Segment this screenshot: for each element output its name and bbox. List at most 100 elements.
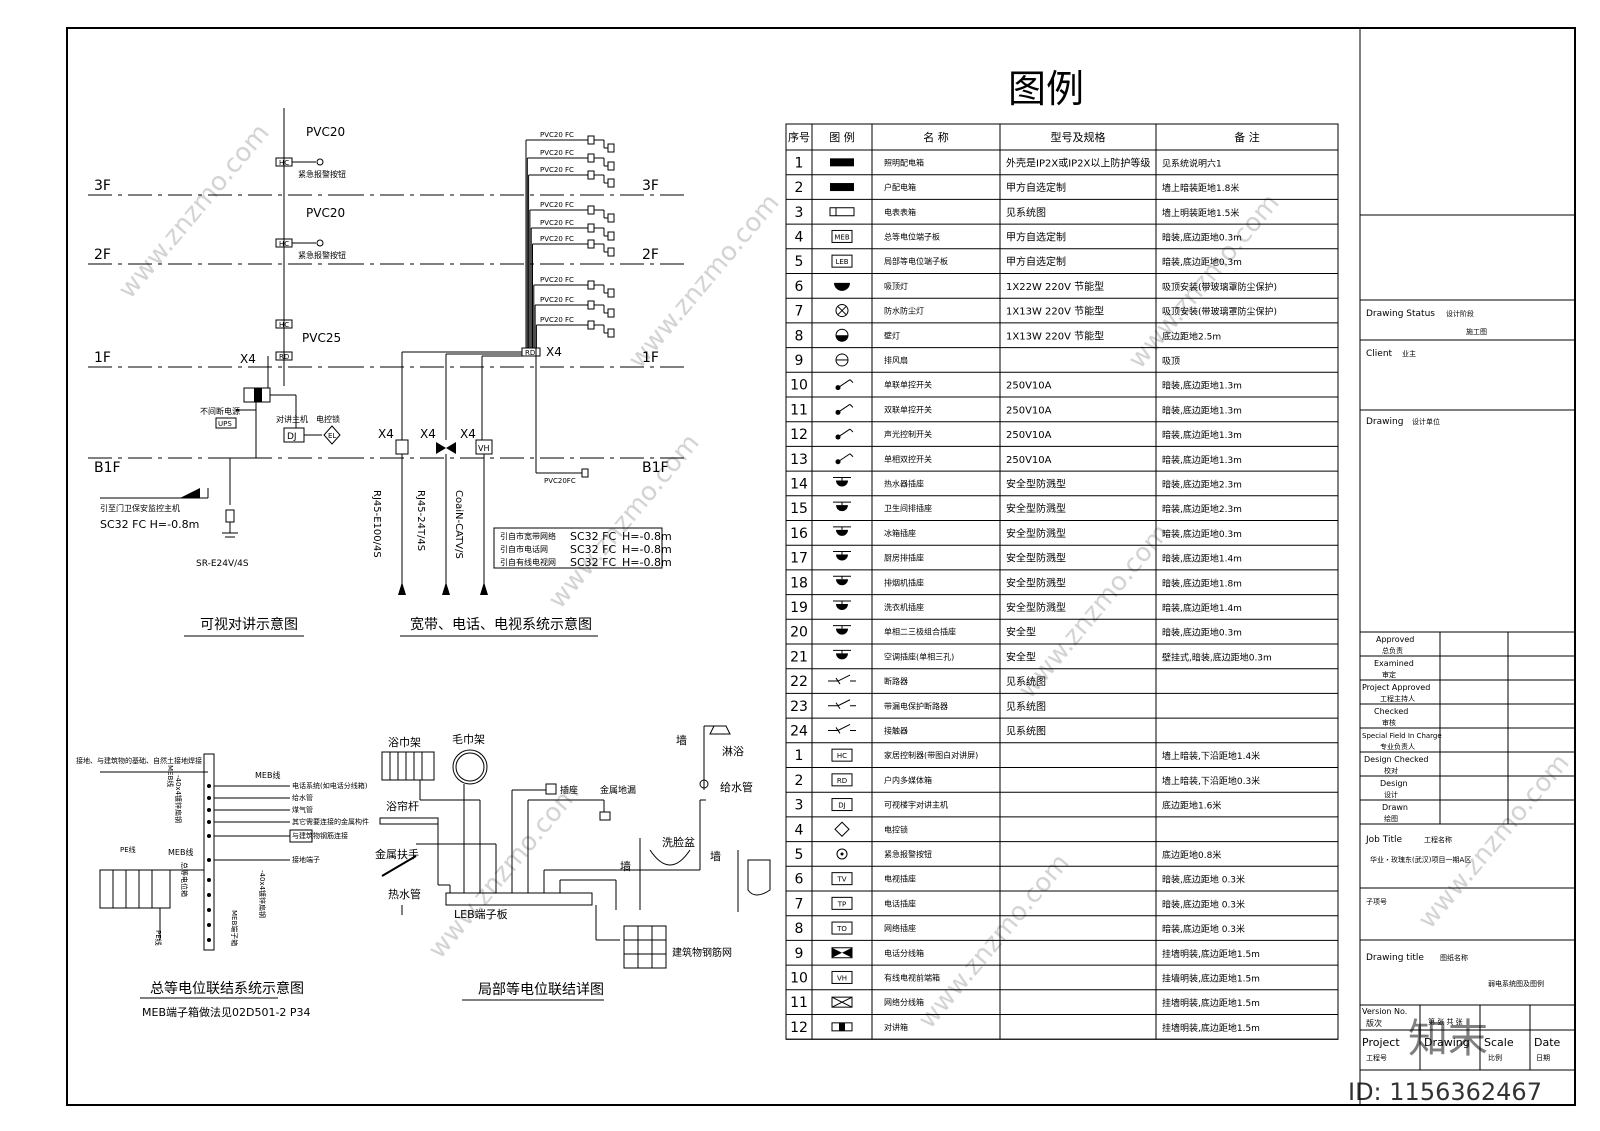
legend-row-spec: 甲方自选定制 bbox=[1006, 255, 1066, 268]
legend-row-spec: 甲方自选定制 bbox=[1006, 181, 1066, 194]
tb-sheet-cn: 第 张 共 张 bbox=[1428, 1017, 1463, 1026]
floor-label-2f: 2F bbox=[94, 247, 111, 263]
legend-row-note: 挂墙明装,底边距地1.5m bbox=[1162, 1022, 1260, 1034]
socket-icon bbox=[833, 526, 851, 536]
bb-feed3-label: 引自有线电视网 bbox=[500, 557, 556, 567]
breaker-icon bbox=[828, 674, 856, 685]
tb-special: Special Field In Charge bbox=[1362, 732, 1442, 740]
tb-project-approved-cn: 工程主持人 bbox=[1380, 694, 1415, 703]
outlet-icon bbox=[607, 308, 615, 318]
watermark-site-6: www.znzmo.com bbox=[422, 778, 585, 964]
tb-drawing-cn: 设计单位 bbox=[1412, 417, 1440, 426]
shower-head-icon bbox=[709, 725, 731, 735]
pvc20-label-2f: PVC20 bbox=[306, 206, 345, 220]
legend-row-no: 5 bbox=[795, 254, 804, 270]
meb-box-label: 总等电位箱 bbox=[180, 862, 189, 897]
legend-row-note: 暗装,底边距地 0.3米 bbox=[1162, 923, 1245, 935]
wall-label-1: 墙 bbox=[676, 733, 687, 747]
bb-x4-main: X4 bbox=[546, 345, 562, 359]
legend-row-note: 暗装,底边距地0.3m bbox=[1162, 627, 1242, 639]
legend-row-name: 壁灯 bbox=[884, 330, 900, 340]
legend-row-spec: 外壳是IP2X或IP2X以上防护等级 bbox=[1006, 156, 1150, 169]
bb-pvc-label: PVC20 FC bbox=[540, 201, 574, 209]
outlet-icon bbox=[587, 239, 595, 249]
tb-date-cn: 日期 bbox=[1536, 1054, 1550, 1062]
bb-feed1-h: H=-0.8m bbox=[622, 530, 672, 543]
legend-icon-label: TP bbox=[837, 900, 847, 908]
legend-row-no: 9 bbox=[795, 353, 804, 369]
meb-note: 接地、与建筑物的基础、自然土接地焊接 bbox=[76, 756, 202, 765]
curtain-rod-icon bbox=[379, 817, 439, 825]
feed-label: 引至门卫保安监控主机 bbox=[100, 503, 180, 513]
legend-row-name: 双联单控开关 bbox=[884, 404, 932, 414]
tb-scale-cn: 比例 bbox=[1488, 1053, 1502, 1062]
legend-row-no: 22 bbox=[790, 674, 808, 690]
legend-icon-label: HC bbox=[837, 752, 847, 760]
socket-icon bbox=[833, 649, 851, 660]
phone-box-icon bbox=[436, 442, 446, 454]
legend-row-no: 14 bbox=[790, 476, 808, 492]
wall-lamp-icon bbox=[835, 328, 849, 342]
legend-row-note: 挂墙明装,底边距地1.5m bbox=[1162, 972, 1260, 984]
bb-feed2-label: 引自市电话网 bbox=[500, 544, 548, 554]
legend-row-spec: 见系统图 bbox=[1006, 700, 1046, 713]
legend-header-2: 名 称 bbox=[923, 130, 949, 144]
basin-icon bbox=[649, 849, 691, 866]
host-label: 对讲主机 bbox=[276, 414, 308, 424]
breaker-icon bbox=[828, 724, 856, 734]
toilet-icon bbox=[747, 859, 771, 896]
legend-row-spec: 250V10A bbox=[1006, 381, 1052, 392]
legend-row-no: 13 bbox=[790, 452, 808, 468]
bb-floor-2f: 2F bbox=[642, 247, 659, 263]
tb-client: Client bbox=[1366, 349, 1393, 359]
legend-row-note: 暗装,底边距地1.3m bbox=[1162, 429, 1242, 441]
legend-row-note: 挂墙明装,底边距地1.5m bbox=[1162, 997, 1260, 1009]
RD-icon: RD bbox=[831, 773, 853, 787]
watermark-site-1: www.znzmo.com bbox=[112, 118, 275, 304]
watermark-site-4: www.znzmo.com bbox=[542, 428, 705, 614]
socket-icon bbox=[833, 625, 851, 635]
tb-drawing-title-val: 弱电系统图及图例 bbox=[1488, 979, 1544, 988]
legend-row-note: 底边距地2.5m bbox=[1162, 330, 1221, 342]
legend-row-note: 墙上暗装,下沿距地0.3米 bbox=[1162, 775, 1260, 787]
legend-row-note: 吸顶 bbox=[1162, 356, 1180, 367]
bb-x4-1: X4 bbox=[378, 427, 394, 441]
intercom-panel-core bbox=[254, 388, 262, 402]
meb-item-label: 与建筑物钢筋连接 bbox=[292, 831, 348, 840]
legend-row-spec: 安全型防溅型 bbox=[1006, 576, 1066, 589]
legend-row-name: 网络分线箱 bbox=[884, 997, 924, 1007]
legend-row-no: 3 bbox=[795, 798, 804, 814]
tb-drawn-cn: 绘图 bbox=[1384, 814, 1398, 823]
legend-row-name: 单相双控开关 bbox=[884, 454, 932, 464]
outlet-icon bbox=[607, 143, 615, 153]
legend-row-name: 电控锁 bbox=[884, 824, 908, 834]
bb-floor-b1f: B1F bbox=[642, 460, 669, 476]
tb-version: Version No. bbox=[1362, 1007, 1407, 1016]
outlet-icon bbox=[587, 223, 595, 233]
intercom-icon bbox=[831, 1022, 853, 1032]
towel-ring-label: 毛巾架 bbox=[452, 732, 485, 746]
bb-pvc-label: PVC20 FC bbox=[540, 316, 574, 324]
drawing-frame bbox=[66, 27, 1576, 1106]
basin-label: 洗脸盆 bbox=[662, 835, 695, 849]
meb-terminal-bar bbox=[203, 753, 215, 951]
legend-row-no: 23 bbox=[790, 699, 808, 715]
legend-icon-label: DJ bbox=[838, 802, 845, 810]
ups-box bbox=[215, 417, 237, 429]
power-supply-box bbox=[225, 509, 235, 523]
tb-checked-cn: 审核 bbox=[1382, 718, 1396, 727]
tb-project-approved: Project Approved bbox=[1362, 683, 1430, 692]
outlet-icon bbox=[581, 468, 589, 478]
tb-client-cn: 业主 bbox=[1402, 349, 1416, 358]
outlet-icon bbox=[607, 231, 615, 241]
legend-row-no: 20 bbox=[790, 625, 808, 641]
shower-valve-icon bbox=[699, 779, 709, 789]
tb-project: Project bbox=[1362, 1036, 1400, 1049]
socket-icon bbox=[833, 551, 851, 561]
legend-row-name: 吸顶灯 bbox=[884, 281, 908, 291]
tb-special-cn: 专业负责人 bbox=[1380, 742, 1415, 751]
hot-pipe-label: 热水管 bbox=[388, 887, 421, 901]
MEB-icon: MEB bbox=[831, 229, 853, 243]
socket-icon bbox=[833, 501, 851, 512]
bb-feed2-conduit: SC32 FC bbox=[570, 543, 616, 556]
